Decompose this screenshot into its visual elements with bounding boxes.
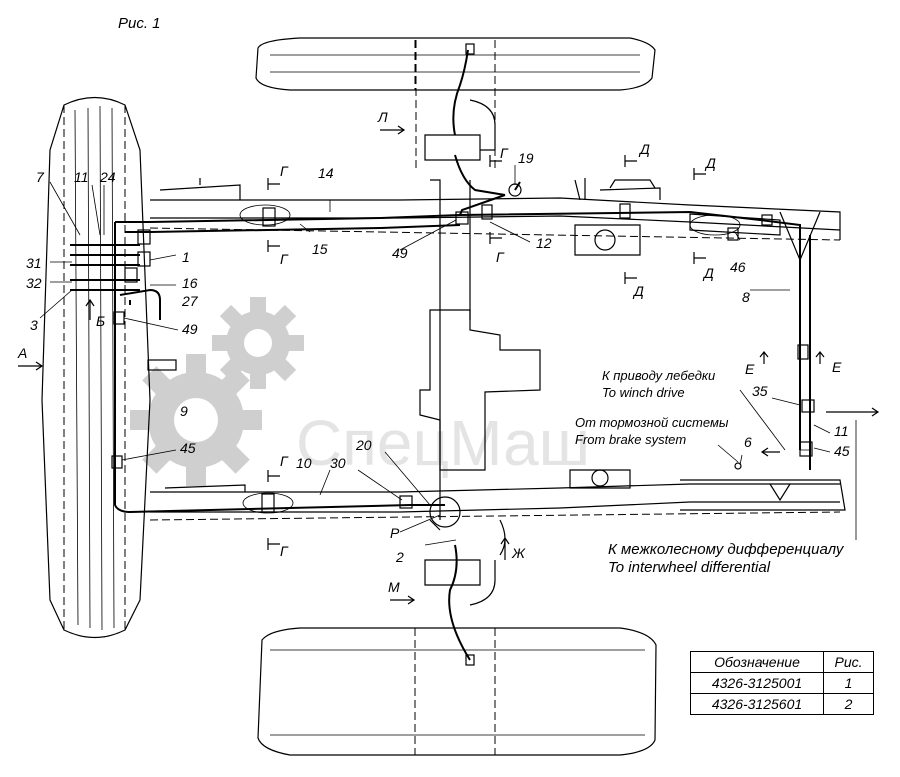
part-number-35: 35 xyxy=(752,383,768,399)
designation-table: Обозначение Рис. 4326-3125001 1 4326-312… xyxy=(690,651,874,715)
part-number-31: 31 xyxy=(26,255,42,271)
part-number-7: 8 xyxy=(742,289,750,305)
view-letter-zh: Ж xyxy=(511,545,526,561)
figure-caption: Рис. 1 xyxy=(118,15,161,32)
table-header-row: Обозначение Рис. xyxy=(690,651,874,673)
top-wheel xyxy=(255,37,656,91)
view-letter-b: Б xyxy=(96,313,105,329)
section-letters: A Л М Г Г Г Г Г Г Д Д Д Д Е Е Б Р Ж xyxy=(17,109,842,595)
bottom-wheel xyxy=(257,627,657,756)
part-number-11: 11 xyxy=(74,169,89,185)
leader-lines xyxy=(39,165,831,546)
part-number-8: 7 xyxy=(36,169,45,185)
table-cell: 2 xyxy=(823,693,874,715)
part-number-46: 45 xyxy=(834,443,850,459)
note-winch-ru: К приводу лебедки xyxy=(602,368,715,383)
part-number-45-left: 45 xyxy=(180,440,196,456)
part-number-30: 30 xyxy=(330,455,346,471)
table-header-fig: Рис. xyxy=(823,651,874,673)
note-winch-en: To winch drive xyxy=(602,385,685,400)
table-cell: 1 xyxy=(823,672,874,694)
section-letter-g5: Г xyxy=(280,453,289,469)
table-row: 4326-3125001 1 xyxy=(690,672,874,694)
left-wheel xyxy=(41,96,151,639)
section-letter-g6: Г xyxy=(280,543,289,559)
part-labels: 7 11 24 31 32 3 1 16 27 49 9 45 14 15 49… xyxy=(26,150,850,565)
table-cell: 4326-3125601 xyxy=(690,693,824,715)
part-number-14: 14 xyxy=(318,165,334,181)
watermark-gear-large-icon xyxy=(130,354,262,486)
part-number-49-left: 49 xyxy=(182,321,198,337)
part-number-19: 19 xyxy=(518,150,534,166)
section-letter-e1: Е xyxy=(745,361,755,377)
part-number-45-right: 46 xyxy=(730,259,746,275)
watermark: СпецМаш xyxy=(130,297,590,486)
section-letter-d3: Д xyxy=(702,265,714,281)
part-number-49-center: 49 xyxy=(392,245,408,261)
watermark-text: СпецМаш xyxy=(296,407,590,479)
note-brake-en: From brake system xyxy=(575,432,686,447)
section-markers xyxy=(18,125,880,605)
view-letter-a: A xyxy=(17,345,27,361)
part-number-24: 24 xyxy=(99,169,116,185)
part-number-2: 2 xyxy=(395,549,404,565)
note-diff-en: To interwheel differential xyxy=(608,559,771,576)
section-letter-e2: Е xyxy=(832,359,842,375)
section-letter-d1: Д xyxy=(638,141,650,157)
table-cell: 4326-3125001 xyxy=(690,672,824,694)
part-number-1: 1 xyxy=(182,249,190,265)
part-number-15: 15 xyxy=(312,241,328,257)
table-header-designation: Обозначение xyxy=(690,651,824,673)
part-number-6: 6 xyxy=(744,434,752,450)
section-letter-g1: Г xyxy=(280,163,289,179)
axle xyxy=(415,40,506,666)
part-number-32: 32 xyxy=(26,275,42,291)
section-letter-d2: Д xyxy=(704,155,716,171)
part-number-20: 20 xyxy=(355,437,372,453)
fittings xyxy=(111,203,815,514)
watermark-gear-small-icon xyxy=(212,297,304,389)
section-letter-g3: Г xyxy=(500,145,509,161)
section-letter-d4: Д xyxy=(632,283,644,299)
part-number-27: 27 xyxy=(181,293,199,309)
part-number-16: 16 xyxy=(182,275,198,291)
view-letter-l: Л xyxy=(377,109,388,125)
part-number-11-right: 11 xyxy=(834,423,849,439)
notes: К приводу лебедки To winch drive От торм… xyxy=(575,368,845,576)
table-row: 4326-3125601 2 xyxy=(690,693,874,715)
part-number-9: 9 xyxy=(180,403,188,419)
section-letter-g2: Г xyxy=(280,251,289,267)
part-number-12: 12 xyxy=(536,235,552,251)
view-letter-m: М xyxy=(388,579,400,595)
section-letter-g4: Г xyxy=(496,249,505,265)
part-number-10: 10 xyxy=(296,455,312,471)
view-letter-p: Р xyxy=(390,525,400,541)
note-brake-ru: От тормозной системы xyxy=(575,415,729,430)
part-number-3: 3 xyxy=(30,317,38,333)
note-diff-ru: К межколесному дифференциалу xyxy=(608,541,845,558)
